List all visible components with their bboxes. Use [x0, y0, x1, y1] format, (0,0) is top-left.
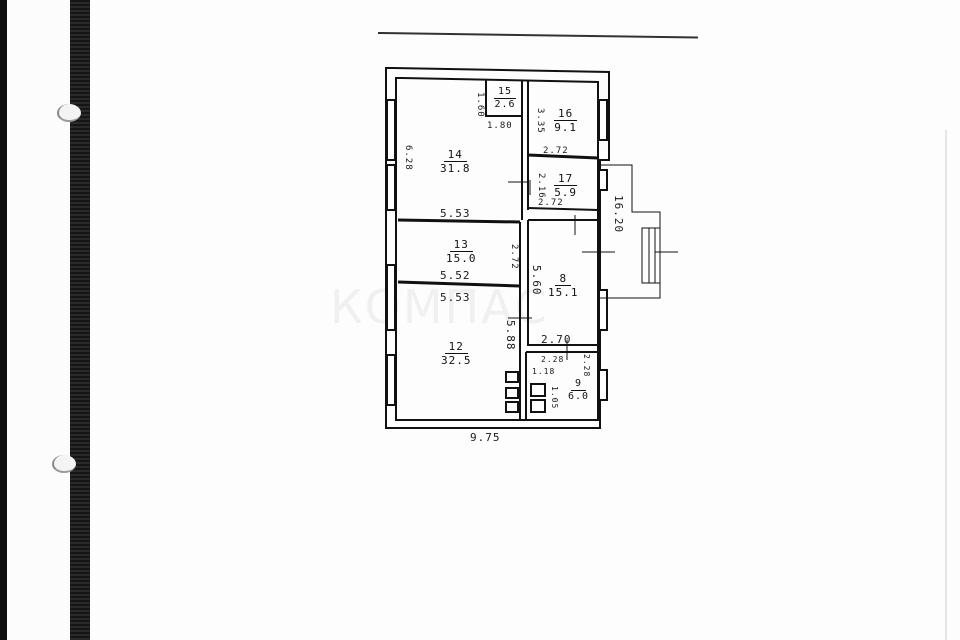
punch-hole-top: [57, 104, 81, 122]
dim-16-20: 16.20: [612, 195, 625, 234]
page-edge-line: [945, 130, 947, 640]
dim-2-72-a: 2.72: [543, 146, 569, 156]
binder-spine: [70, 0, 90, 640]
dim-2-72-c: 2.72: [509, 244, 519, 270]
dim-1-05: 1.05: [550, 386, 559, 410]
dim-2-28b: 2.28: [582, 354, 591, 378]
dim-5-53-a: 5.53: [440, 207, 471, 220]
dim-3-35: 3.35: [535, 108, 545, 134]
dim-2-16: 2.16: [536, 173, 546, 199]
dim-6-28: 6.28: [403, 145, 413, 171]
dim-5-88: 5.88: [504, 320, 517, 351]
dim-1-18: 1.18: [532, 367, 556, 376]
dim-1-60: 1.60: [475, 92, 485, 118]
dim-5-60: 5.60: [530, 265, 543, 296]
dim-2-70: 2.70: [541, 333, 572, 346]
watermark: КОМПАС: [330, 280, 549, 334]
dim-5-53-b: 5.53: [440, 291, 471, 304]
dim-1-80: 1.80: [487, 121, 513, 131]
dim-2-28: 2.28: [541, 355, 565, 364]
punch-hole-bottom: [52, 455, 76, 473]
scan-edge: [0, 0, 7, 640]
dim-2-72-b: 2.72: [538, 198, 564, 208]
dim-9-75: 9.75: [470, 431, 501, 444]
dim-5-52: 5.52: [440, 269, 471, 282]
